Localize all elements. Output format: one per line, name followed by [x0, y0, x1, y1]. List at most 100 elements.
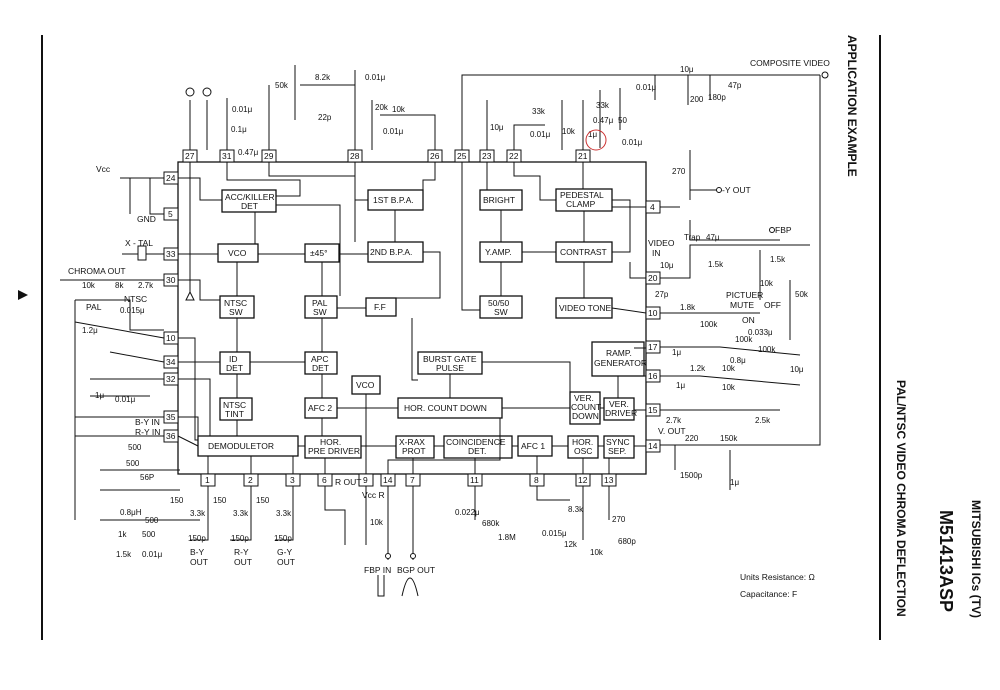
svg-text:G-Y: G-Y [277, 547, 292, 557]
svg-text:COMPOSITE VIDEO: COMPOSITE VIDEO [750, 58, 830, 68]
svg-text:OFF: OFF [764, 300, 781, 310]
svg-text:Y.AMP.: Y.AMP. [485, 247, 512, 257]
svg-text:150: 150 [256, 496, 270, 505]
svg-text:10μ: 10μ [660, 261, 674, 270]
svg-text:1k: 1k [118, 530, 127, 539]
svg-text:680p: 680p [618, 537, 636, 546]
svg-text:RAMP.: RAMP. [606, 348, 632, 358]
svg-text:2: 2 [248, 475, 253, 485]
svg-text:OUT: OUT [190, 557, 208, 567]
svg-text:PAL: PAL [312, 298, 328, 308]
left-external-circuit [60, 177, 200, 521]
svg-text:14: 14 [648, 441, 658, 451]
svg-text:R OUT: R OUT [335, 477, 361, 487]
svg-text:DET: DET [241, 201, 258, 211]
svg-text:FBP: FBP [775, 225, 792, 235]
units-resistance: Units Resistance: Ω [740, 572, 815, 582]
svg-text:ID: ID [229, 354, 238, 364]
block-hor-pre-driver: HOR.PRE DRIVER [304, 435, 362, 459]
svg-text:10μ: 10μ [680, 65, 694, 74]
block-contrast: CONTRAST [555, 241, 613, 263]
svg-text:150p: 150p [274, 534, 292, 543]
svg-text:±45°: ±45° [310, 248, 328, 258]
svg-text:PROT: PROT [402, 446, 426, 456]
svg-text:0.015μ: 0.015μ [542, 529, 567, 538]
svg-text:680k: 680k [482, 519, 500, 528]
svg-text:20k: 20k [375, 103, 389, 112]
svg-text:VIDEO TONE: VIDEO TONE [559, 303, 611, 313]
svg-text:2ND B.P.A.: 2ND B.P.A. [370, 247, 412, 257]
svg-text:36: 36 [166, 431, 176, 441]
svg-text:NTSC: NTSC [223, 400, 246, 410]
svg-text:2.7k: 2.7k [138, 281, 154, 290]
svg-text:Trap: Trap [684, 233, 701, 242]
svg-text:VER.: VER. [609, 399, 629, 409]
block-vco-mid: VCO [351, 375, 381, 395]
block-vco-top: VCO [217, 243, 259, 263]
block-2nd-bpa: 2ND B.P.A. [367, 241, 424, 263]
svg-text:Vcc R: Vcc R [362, 490, 385, 500]
svg-text:1.8k: 1.8k [680, 303, 696, 312]
svg-text:50/50: 50/50 [488, 298, 510, 308]
svg-text:0.01μ: 0.01μ [115, 395, 136, 404]
svg-text:NTSC: NTSC [224, 298, 247, 308]
bottom-pins: 1 2 3 6 9 14 7 11 8 12 13 [200, 473, 617, 487]
margin-arrow-icon [18, 290, 28, 300]
svg-text:220: 220 [685, 434, 699, 443]
svg-text:1ST B.P.A.: 1ST B.P.A. [373, 195, 414, 205]
svg-text:3.3k: 3.3k [190, 509, 206, 518]
svg-text:500: 500 [142, 530, 156, 539]
block-afc1: AFC 1 [517, 435, 553, 457]
svg-text:1.8M: 1.8M [498, 533, 516, 542]
svg-text:3.3k: 3.3k [276, 509, 292, 518]
svg-text:PRE DRIVER: PRE DRIVER [308, 446, 360, 456]
svg-text:500: 500 [128, 443, 142, 452]
block-demodulator: DEMODULETOR [197, 435, 299, 457]
svg-text:VIDEO: VIDEO [648, 238, 675, 248]
svg-text:3.3k: 3.3k [233, 509, 249, 518]
svg-text:GENERATOR: GENERATOR [594, 358, 647, 368]
svg-text:0.01μ: 0.01μ [232, 105, 253, 114]
svg-text:11: 11 [470, 475, 479, 485]
svg-text:100k: 100k [758, 345, 776, 354]
svg-text:FBP IN: FBP IN [364, 565, 391, 575]
svg-text:0.8μH: 0.8μH [120, 508, 142, 517]
svg-text:1.2k: 1.2k [690, 364, 706, 373]
block-1st-bpa: 1ST B.P.A. [367, 189, 424, 211]
svg-text:VCO: VCO [356, 380, 375, 390]
svg-text:1μ: 1μ [588, 130, 597, 139]
svg-text:270: 270 [612, 515, 626, 524]
svg-text:10k: 10k [722, 364, 736, 373]
svg-text:10: 10 [648, 308, 658, 318]
svg-text:180p: 180p [708, 93, 726, 102]
svg-text:270: 270 [672, 167, 686, 176]
svg-text:OUT: OUT [277, 557, 295, 567]
svg-text:0.01μ: 0.01μ [636, 83, 657, 92]
svg-text:0.01μ: 0.01μ [622, 138, 643, 147]
svg-text:0.01μ: 0.01μ [383, 127, 404, 136]
svg-text:1μ: 1μ [676, 381, 685, 390]
svg-text:CONTRAST: CONTRAST [560, 247, 607, 257]
svg-text:0.01μ: 0.01μ [365, 73, 386, 82]
svg-text:0.47μ: 0.47μ [593, 116, 614, 125]
svg-text:6: 6 [322, 475, 327, 485]
svg-text:10k: 10k [392, 105, 406, 114]
svg-text:22p: 22p [318, 113, 332, 122]
left-pins: 24 5 33 30 10 34 32 35 36 [163, 171, 179, 443]
svg-text:500: 500 [126, 459, 140, 468]
svg-text:33k: 33k [532, 107, 546, 116]
svg-text:MUTE: MUTE [730, 300, 754, 310]
svg-text:COINCIDENCE: COINCIDENCE [446, 437, 506, 447]
svg-text:3: 3 [290, 475, 295, 485]
svg-text:0.033μ: 0.033μ [748, 328, 773, 337]
svg-text:33: 33 [166, 249, 176, 259]
block-phase-45: ±45° [304, 243, 340, 263]
svg-text:F.F: F.F [374, 302, 386, 312]
svg-text:22: 22 [509, 151, 519, 161]
svg-text:1.2μ: 1.2μ [82, 326, 98, 335]
